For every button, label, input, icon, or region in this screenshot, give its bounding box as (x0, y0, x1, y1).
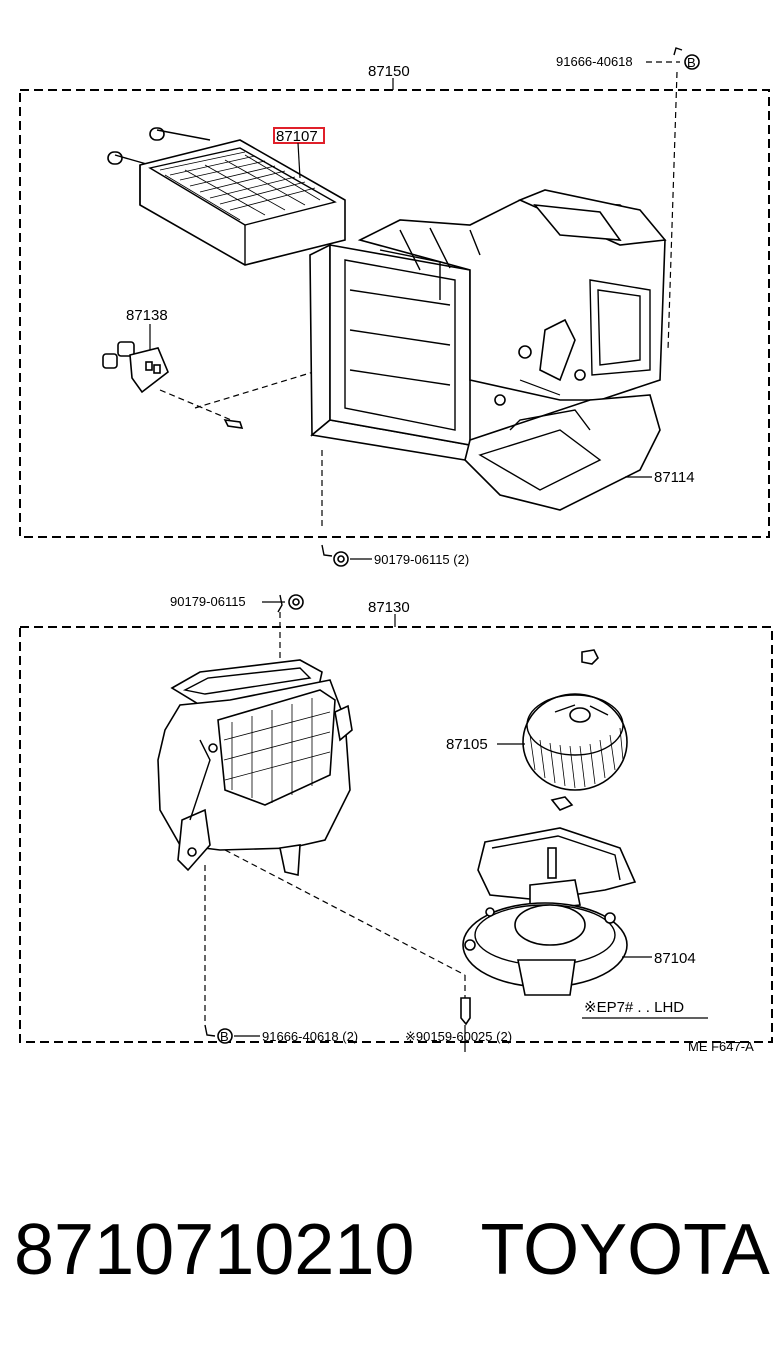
label-bolt-top[interactable]: 91666-40618 (556, 54, 633, 69)
label-screw-bottom[interactable]: ※90159-60025 (2) (405, 1029, 512, 1044)
blower-case-drawing (157, 659, 353, 876)
heater-core-drawing (107, 127, 346, 266)
marker-b-icon (684, 54, 700, 70)
label-nut-lower-top[interactable]: 90179-06115 (170, 594, 246, 609)
label-heater-core[interactable]: 87107 (276, 128, 318, 145)
heater-core-highlight (273, 127, 325, 144)
caption-part-number: 8710710210 (14, 1210, 415, 1290)
upper-assembly-frame (19, 89, 770, 538)
connector-drawing (102, 341, 169, 394)
label-fan[interactable]: 87105 (446, 736, 488, 753)
part-caption: 8710710210 TOYOTA (14, 1205, 774, 1295)
note-lhd: ※EP7# . . LHD (584, 999, 684, 1016)
fan-washer-icon (550, 796, 574, 811)
label-bolt-bottom[interactable]: 91666-40618 (2) (262, 1029, 358, 1044)
caption-brand: TOYOTA (480, 1210, 770, 1290)
svg-text:B: B (687, 55, 696, 70)
svg-text:B: B (220, 1029, 229, 1044)
screw-small-icon (223, 419, 244, 429)
label-assembly-lower[interactable]: 87130 (368, 599, 410, 616)
label-assembly-upper[interactable]: 87150 (368, 63, 410, 80)
screw-lower-icon (460, 997, 471, 1026)
fan-drawing (522, 693, 628, 791)
motor-drawing (462, 827, 637, 996)
figure-code: ME F647-A (688, 1039, 754, 1054)
label-case-87114[interactable]: 87114 (654, 469, 695, 486)
heater-unit-drawing (309, 189, 667, 511)
fan-nut-icon (581, 649, 599, 665)
label-nut-bottom-upper[interactable]: 90179-06115 (2) (374, 552, 469, 567)
label-connector[interactable]: 87138 (126, 307, 168, 324)
lower-assembly-frame (19, 626, 773, 1043)
label-motor[interactable]: 87104 (654, 950, 696, 967)
marker-b-bottom-icon (217, 1028, 233, 1044)
